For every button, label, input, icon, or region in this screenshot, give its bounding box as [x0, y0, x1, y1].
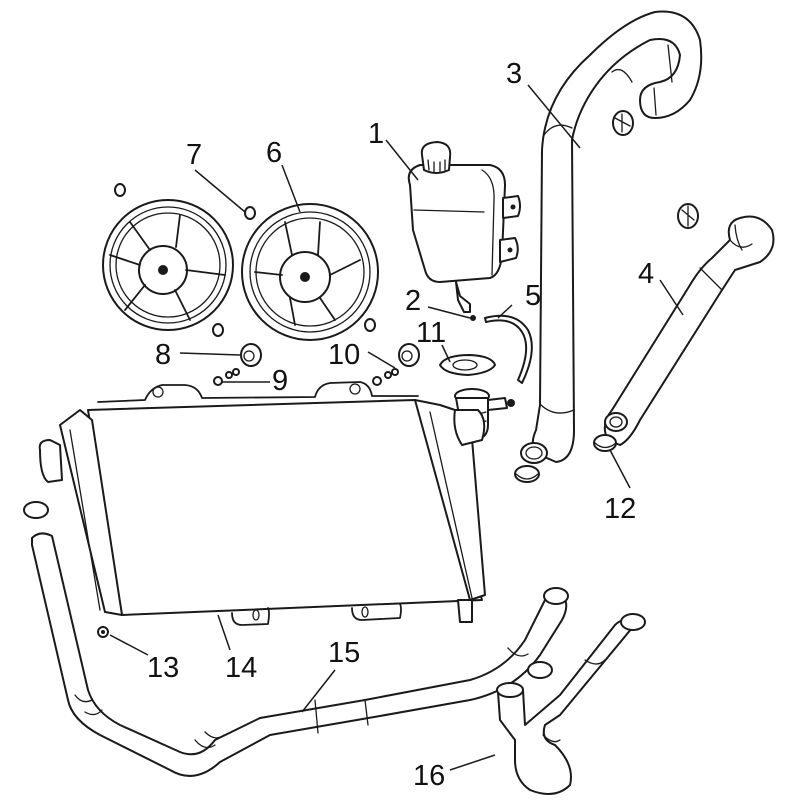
callout-8: 8: [155, 339, 171, 371]
collar-bolt-9[interactable]: [213, 368, 240, 386]
callout-15: 15: [328, 637, 360, 669]
callout-7: 7: [186, 139, 202, 171]
callout-12: 12: [604, 493, 636, 525]
callout-labels: 1 2 3 4 5 6 7 8 9 10 11 12 13 14 15 16: [147, 58, 654, 792]
leader-lines: [109, 84, 684, 771]
breather-hose-5[interactable]: [484, 314, 533, 384]
callout-3: 3: [506, 58, 522, 90]
callout-2: 2: [405, 285, 421, 317]
drain-bolt-13[interactable]: [97, 626, 109, 638]
callout-5: 5: [525, 280, 541, 312]
callout-16: 16: [413, 760, 445, 792]
rubber-grommet-8[interactable]: [240, 343, 262, 367]
coolant-reservoir-tank[interactable]: [407, 141, 521, 313]
thermostat-gasket-11[interactable]: [439, 354, 496, 376]
radiator[interactable]: [38, 381, 486, 626]
hose-clamp-16-upper: [620, 613, 646, 631]
hose-clamp-upper-4: [677, 203, 699, 229]
callout-1: 1: [368, 118, 384, 150]
hose-clamp-upper-3: [612, 110, 634, 136]
cooling-fan-left[interactable]: [102, 199, 234, 331]
callout-10: 10: [328, 339, 360, 371]
fan-mount-bolts-7[interactable]: [114, 183, 376, 337]
lower-radiator-hose[interactable]: [603, 215, 775, 446]
upper-radiator-hose[interactable]: [520, 10, 703, 464]
callout-4: 4: [638, 258, 654, 290]
hose-clamp-16-mid: [527, 661, 553, 679]
hose-clamp-12[interactable]: [593, 434, 617, 452]
cooling-fan-right[interactable]: [241, 203, 379, 341]
callout-11: 11: [416, 317, 446, 349]
callout-6: 6: [266, 137, 282, 169]
hose-clamp-15-left: [23, 501, 49, 519]
reservoir-clip-2: [470, 315, 476, 321]
y-pipe-hose-16[interactable]: [496, 619, 633, 795]
rubber-grommet-10[interactable]: [372, 343, 420, 386]
callout-13: 13: [147, 652, 179, 684]
hose-clamp-15-right: [543, 587, 569, 605]
callout-9: 9: [272, 365, 288, 397]
callout-14: 14: [225, 652, 257, 684]
hose-clamp-lower-3: [514, 465, 540, 483]
